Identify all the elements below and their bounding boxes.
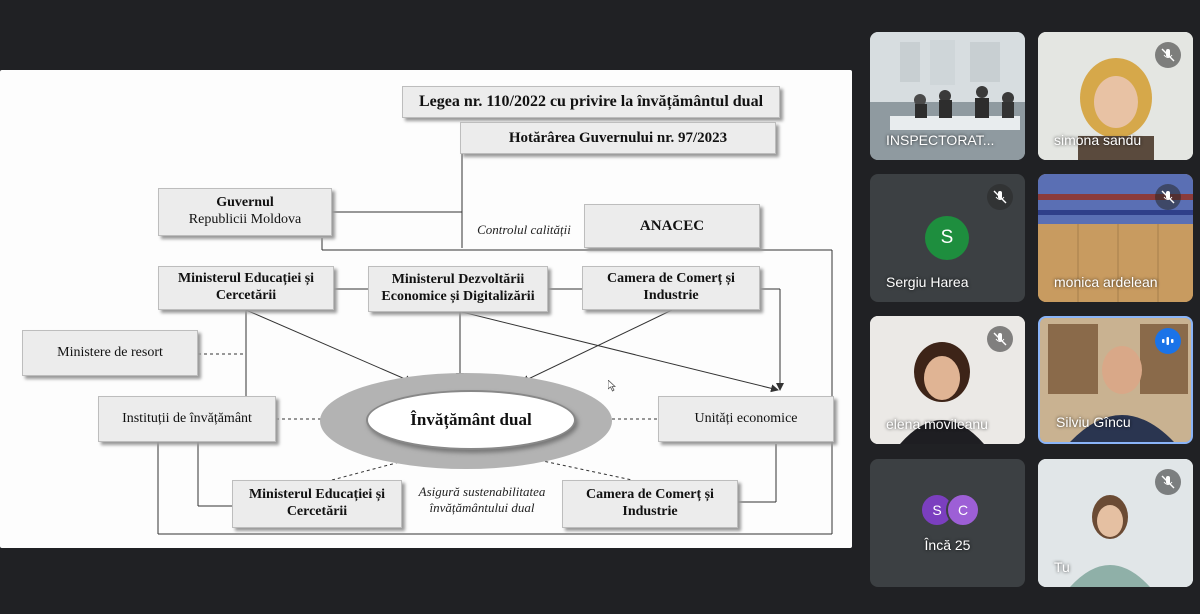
conference-room-video <box>870 32 1025 160</box>
participant-name: monica ardelean <box>1054 274 1158 290</box>
mec2-line2: Cercetării <box>286 504 348 519</box>
ccis-line2: Industrie <box>643 288 699 303</box>
shared-presentation: Legea nr. 110/2022 cu privire la învățăm… <box>0 70 852 548</box>
participant-tile-elena[interactable]: elena movileanu <box>870 316 1025 444</box>
ministere-box: Ministere de resort <box>22 330 198 376</box>
mic-off-icon <box>1155 184 1181 210</box>
participant-tile-inspectorat[interactable]: INSPECTORAT... <box>870 32 1025 160</box>
institutii-box: Instituții de învățământ <box>98 396 276 442</box>
mded-line2: Economice și Digitalizării <box>381 289 535 304</box>
mic-off-icon <box>1155 469 1181 495</box>
participant-tile-more[interactable]: S C Încă 25 <box>870 459 1025 587</box>
participant-video <box>1038 174 1193 302</box>
mec2-line1: Ministerul Educației și <box>248 487 386 503</box>
participant-name: Sergiu Harea <box>886 274 969 290</box>
mec-box: Ministerul Educației și Cercetării <box>158 266 334 310</box>
asigura-line1: Asigură sustenabilitatea <box>418 484 546 499</box>
participant-tile-sergiu[interactable]: S Sergiu Harea <box>870 174 1025 302</box>
mic-off-icon <box>987 326 1013 352</box>
avatar: C <box>946 493 980 527</box>
participant-tile-monica[interactable]: monica ardelean <box>1038 174 1193 302</box>
speaking-indicator-icon <box>1155 328 1181 354</box>
dual-ellipse: Învățământ dual <box>366 390 576 450</box>
participant-name: Tu <box>1054 559 1070 575</box>
institutii-text: Instituții de învățământ <box>122 410 252 426</box>
asigura-line2: învățământului dual <box>429 500 535 516</box>
more-participants-label: Încă 25 <box>924 537 971 553</box>
ccis-box: Camera de Comerț și Industrie <box>582 266 760 310</box>
mouse-cursor-icon <box>608 380 616 392</box>
participant-tile-self[interactable]: Tu <box>1038 459 1193 587</box>
mec2-box: Ministerul Educației și Cercetării <box>232 480 402 528</box>
guvern-title: Guvernul <box>216 195 274 211</box>
law-box: Legea nr. 110/2022 cu privire la învățăm… <box>402 86 780 118</box>
unitati-text: Unități economice <box>694 410 798 426</box>
guvern-box: Guvernul Republicii Moldova <box>158 188 332 236</box>
ccis2-box: Camera de Comerț și Industrie <box>562 480 738 528</box>
asigura-label: Asigură sustenabilitatea învățământului … <box>404 484 560 517</box>
mec-line1: Ministerul Educației și <box>177 271 315 287</box>
mded-line1: Ministerul Dezvoltării <box>391 272 525 288</box>
hg-text: Hotărârea Guvernului nr. 97/2023 <box>508 130 728 146</box>
participant-name: simona sandu <box>1054 132 1142 148</box>
unitati-box: Unități economice <box>658 396 834 442</box>
ministere-text: Ministere de resort <box>57 344 163 360</box>
mec-line2: Cercetării <box>215 288 277 303</box>
participant-name: INSPECTORAT... <box>886 132 995 148</box>
anacec-box: ANACEC <box>584 204 760 248</box>
ccis2-line1: Camera de Comerț și <box>586 487 714 503</box>
avatar: S <box>925 216 969 260</box>
hg-box: Hotărârea Guvernului nr. 97/2023 <box>460 122 776 154</box>
participant-tile-silviu[interactable]: Silviu Gîncu <box>1038 316 1193 444</box>
mic-off-icon <box>987 184 1013 210</box>
controlul-label: Controlul calității <box>477 222 571 237</box>
participant-name: elena movileanu <box>886 416 988 432</box>
participant-video <box>1038 32 1193 160</box>
participant-name: Silviu Gîncu <box>1056 414 1131 430</box>
mded-box: Ministerul Dezvoltării Economice și Digi… <box>368 266 548 312</box>
mic-off-icon <box>1155 42 1181 68</box>
ccis-line1: Camera de Comerț și <box>607 271 735 287</box>
law-text: Legea nr. 110/2022 cu privire la învățăm… <box>418 93 764 111</box>
guvern-subtitle: Republicii Moldova <box>188 212 302 227</box>
ccis2-line2: Industrie <box>622 504 678 519</box>
dual-text: Învățământ dual <box>410 410 532 429</box>
anacec-text: ANACEC <box>639 218 705 234</box>
participant-tile-simona[interactable]: simona sandu <box>1038 32 1193 160</box>
